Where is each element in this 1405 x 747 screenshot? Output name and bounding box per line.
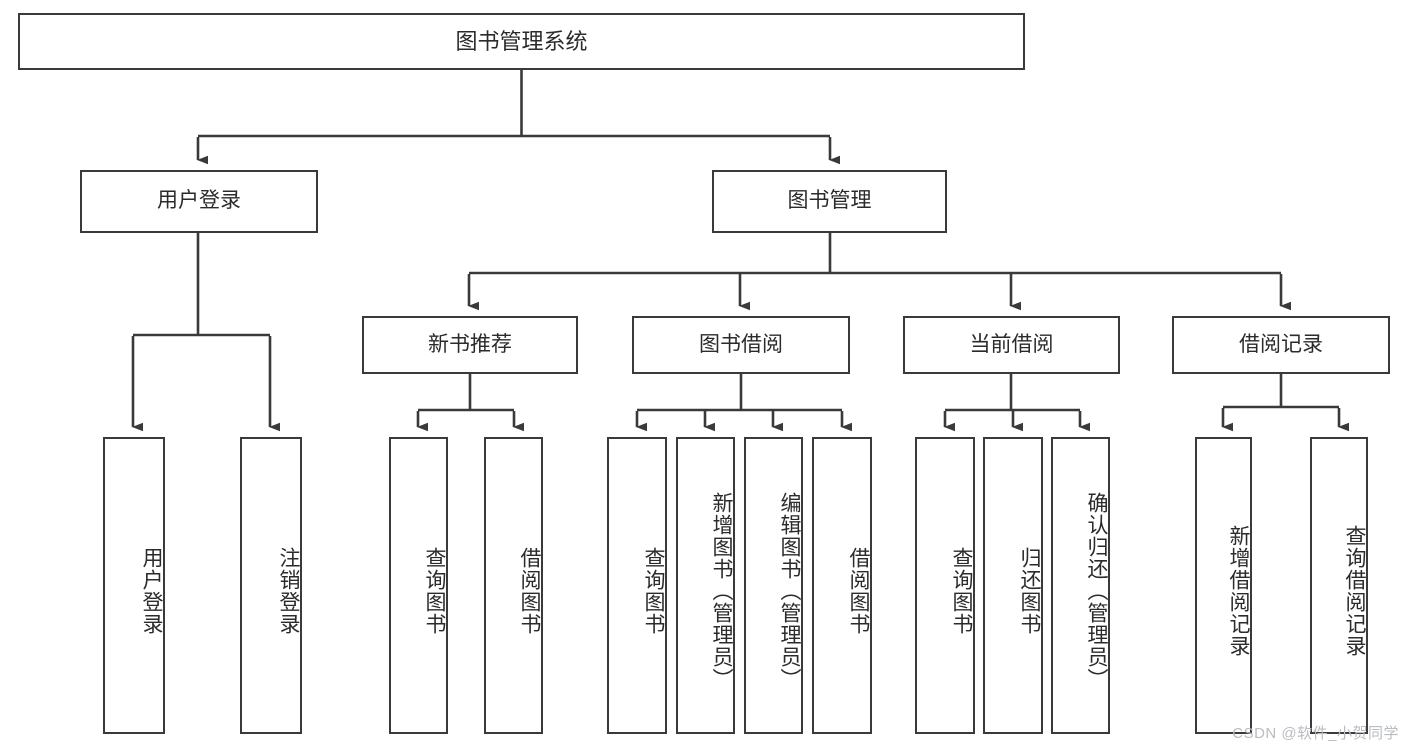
- leaf-logout[interactable]: 注销登录: [240, 437, 302, 734]
- node-book-borrow[interactable]: 图书借阅: [632, 316, 850, 374]
- leaf-query-borrow-record[interactable]: 查询借阅记录: [1310, 437, 1368, 734]
- leaf-return-book[interactable]: 归还图书: [983, 437, 1043, 734]
- node-borrow-record[interactable]: 借阅记录: [1172, 316, 1390, 374]
- leaf-add-book-admin[interactable]: 新增图书（管理员）: [676, 437, 735, 734]
- leaf-query-book-current[interactable]: 查询图书: [915, 437, 975, 734]
- node-current-borrow[interactable]: 当前借阅: [903, 316, 1120, 374]
- leaf-borrow-book[interactable]: 借阅图书: [812, 437, 872, 734]
- node-root-system[interactable]: 图书管理系统: [18, 13, 1025, 70]
- leaf-edit-book-admin[interactable]: 编辑图书（管理员）: [744, 437, 803, 734]
- leaf-add-borrow-record[interactable]: 新增借阅记录: [1195, 437, 1252, 734]
- leaf-confirm-return-admin[interactable]: 确认归还（管理员）: [1051, 437, 1110, 734]
- csdn-watermark: CSDN @软件_小贺同学: [1232, 725, 1399, 742]
- leaf-user-login[interactable]: 用户登录: [103, 437, 165, 734]
- leaf-query-book-borrow[interactable]: 查询图书: [607, 437, 667, 734]
- leaf-query-book-newbook[interactable]: 查询图书: [389, 437, 448, 734]
- node-user-login[interactable]: 用户登录: [80, 170, 318, 233]
- node-new-book-recommendation[interactable]: 新书推荐: [362, 316, 578, 374]
- node-book-management[interactable]: 图书管理: [712, 170, 947, 233]
- leaf-borrow-book-newbook[interactable]: 借阅图书: [484, 437, 543, 734]
